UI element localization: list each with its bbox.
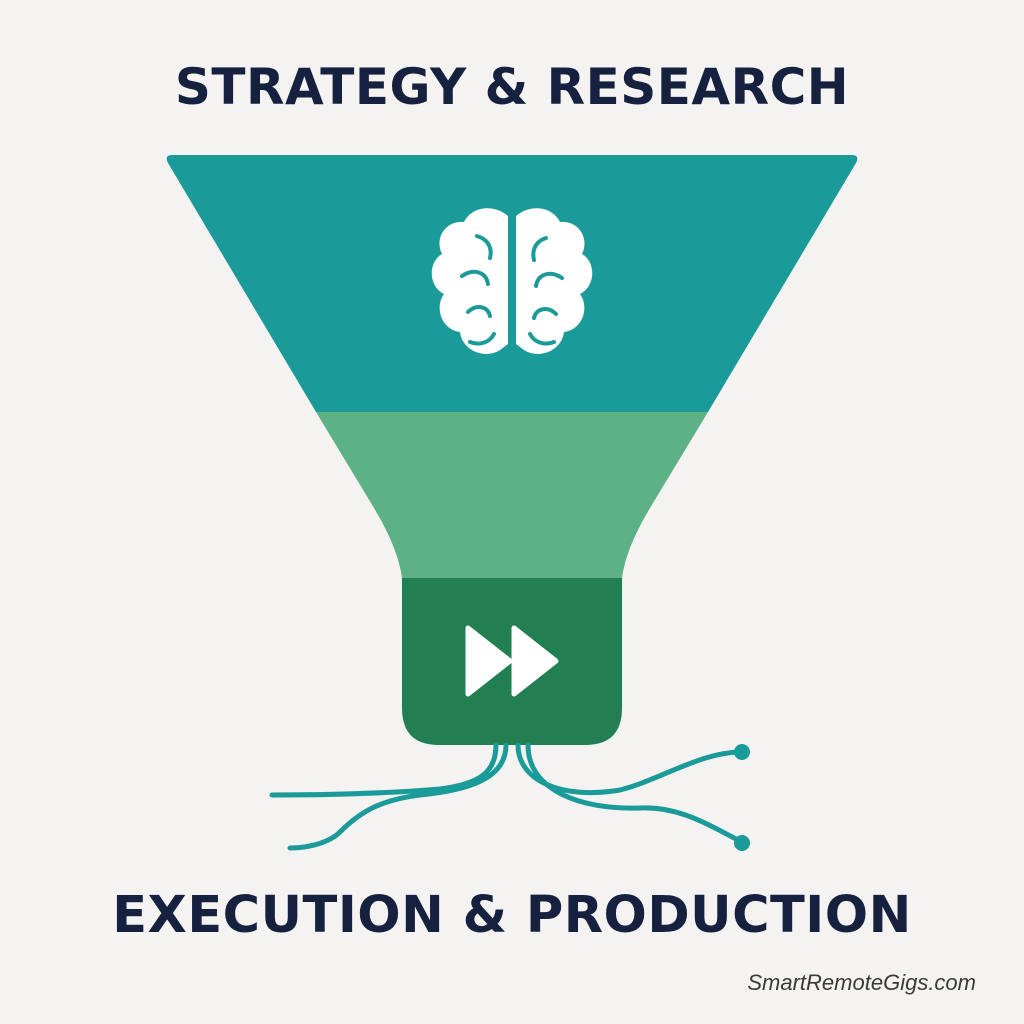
fast-forward-icon: [465, 625, 559, 697]
root-endpoint: [734, 744, 750, 760]
bottom-title: EXECUTION & PRODUCTION: [112, 886, 912, 945]
root-line: [287, 742, 509, 851]
root-lines: [269, 742, 745, 851]
top-title: STRATEGY & RESEARCH: [174, 58, 850, 116]
root-line: [515, 742, 745, 796]
brain-icon: [431, 208, 593, 354]
funnel-top-band: [166, 155, 858, 412]
watermark: SmartRemoteGigs.com: [747, 970, 976, 995]
funnel-middle-band: [316, 412, 708, 578]
root-line: [525, 742, 745, 845]
root-endpoint: [734, 835, 750, 851]
root-line: [269, 742, 499, 798]
